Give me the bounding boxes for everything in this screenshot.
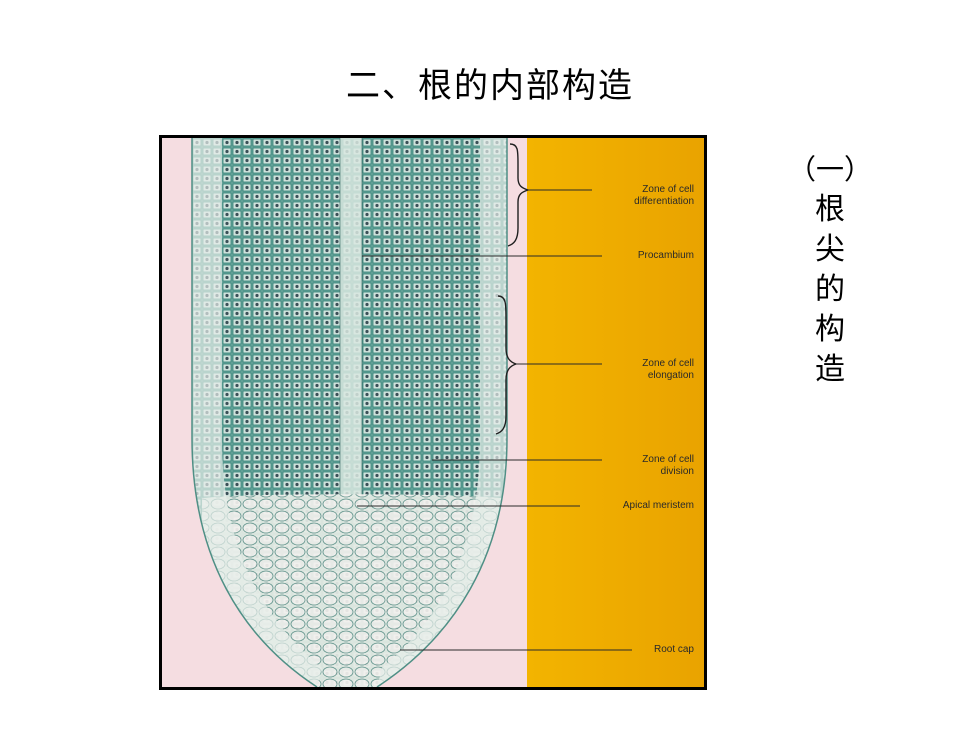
caption-char-1: 根 [815, 192, 845, 227]
label-zone-of-cell-differentiation: Zone of cell differentiation [634, 184, 694, 207]
side-caption: （一） 根 尖 的 构 造 [785, 150, 875, 390]
label-procambium: Procambium [637, 250, 694, 261]
caption-char-5: 造 [815, 352, 845, 387]
caption-prefix: （一） [787, 153, 872, 186]
slide-title: 二、根的内部构造 [346, 66, 634, 106]
label-root-cap: Root cap [653, 644, 694, 655]
differentiation-brace [507, 143, 531, 247]
label-apical-meristem: Apical meristem [622, 500, 694, 511]
label-zone-of-cell-division: Zone of cell division [642, 454, 694, 477]
caption-char-2: 尖 [815, 232, 845, 267]
gold-label-panel [527, 138, 704, 687]
root-tip-micrograph [191, 138, 704, 687]
caption-char-4: 构 [815, 312, 845, 347]
caption-char-3: 的 [815, 272, 845, 307]
label-zone-of-cell-elongation: Zone of cell elongation [642, 358, 694, 381]
root-tip-figure: Zone of cell differentiation Procambium … [159, 135, 707, 690]
